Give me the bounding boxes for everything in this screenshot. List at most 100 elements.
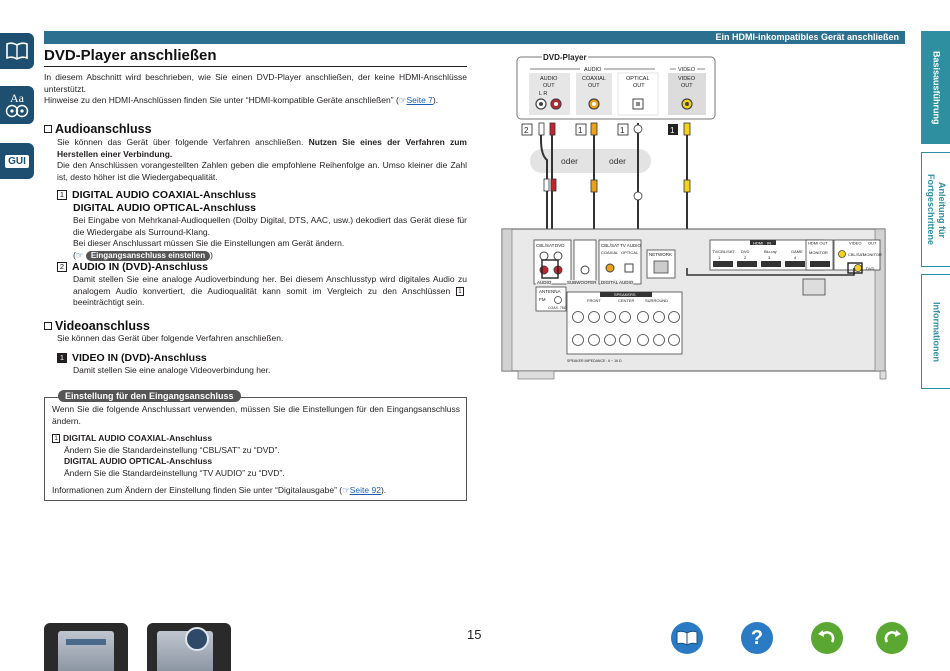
panel-dvd: DVD	[555, 243, 565, 248]
panel-optical: OPTICAL	[621, 250, 639, 255]
or-label-2: oder	[609, 156, 626, 166]
index-tab[interactable]: Aa	[0, 86, 34, 124]
gui-tab[interactable]: GUI	[0, 143, 34, 179]
receiver-display	[66, 639, 106, 645]
panel-audio: AUDIO	[537, 280, 552, 285]
index-cd-icon	[5, 104, 29, 118]
intro-link[interactable]: Seite 7	[406, 95, 433, 105]
panel-tv-audio: TV AUDIO	[620, 243, 642, 248]
receiver-image	[58, 631, 114, 671]
video-heading-text: Videoanschluss	[55, 319, 150, 333]
cable-video-route	[686, 268, 855, 276]
tab-fortgeschrittene[interactable]: Anleitung für Fortgeschrittene	[921, 152, 950, 267]
coax-title: DIGITAL AUDIO COAXIAL-Anschluss	[72, 189, 257, 201]
cable-num-optical: 1	[620, 126, 625, 135]
settings-text-1: Wenn Sie die folgende Anschlussart verwe…	[52, 404, 460, 426]
settings-footer: Informationen zum Ändern der Einstellung…	[52, 485, 460, 497]
video-in-title: VIDEO IN (DVD)-Anschluss	[72, 352, 207, 364]
settings-footer-text: Informationen zum Ändern der Einstellung…	[52, 485, 343, 495]
intro-text-1: In diesem Abschnitt wird beschrieben, wi…	[44, 72, 467, 94]
cable-num-video: 1	[670, 126, 675, 135]
dvd-thumbnail[interactable]	[147, 623, 231, 671]
panel-hdmi-in: IN	[767, 241, 771, 246]
settings-coax-title: DIGITAL AUDIO COAXIAL-Anschluss	[63, 433, 213, 443]
tab-informationen[interactable]: Informationen	[921, 274, 950, 389]
panel-center: CENTER	[618, 298, 635, 303]
audio-item-1-text-1: Bei Eingabe von Mehrkanal-Audioquellen (…	[73, 215, 467, 237]
or-band	[530, 149, 651, 173]
section-marker-icon	[44, 125, 52, 133]
audio-intro: Sie können das Gerät über folgende Verfa…	[57, 137, 467, 183]
contents-tab[interactable]	[0, 33, 34, 69]
forward-icon	[884, 630, 901, 643]
panel-bluray: Blu-ray	[764, 249, 777, 254]
settings-footer-link[interactable]: Seite 92	[349, 485, 381, 495]
page-title: DVD-Player anschließen	[44, 47, 217, 64]
panel-monitor-2: MONITOR	[863, 252, 882, 257]
panel-coax75: COAX. 75Ω	[548, 306, 567, 310]
settings-opt-text: Ändern Sie die Standardeinstellung “TV A…	[64, 467, 285, 478]
forward-button[interactable]	[876, 622, 908, 654]
eingang-ref-link[interactable]: Eingangsanschluss einstellen	[85, 250, 211, 261]
panel-hdmi-dvd: DVD	[741, 249, 750, 254]
video-heading: Videoanschluss	[44, 319, 150, 333]
back-button[interactable]	[811, 622, 843, 654]
video-label-2: OUT	[681, 83, 693, 89]
or-label-1: oder	[561, 156, 578, 166]
panel-tv-cbl-sat: TV/CBL/SAT	[712, 249, 735, 254]
dvd-player-title: DVD-Player	[543, 53, 587, 62]
help-button[interactable]: ?	[741, 622, 773, 654]
panel-video-dvd: DVD	[866, 266, 875, 271]
receiver-thumbnail[interactable]	[44, 623, 128, 671]
contents-book-icon	[6, 42, 28, 60]
audio-item-1-text-2: Bei dieser Anschlussart müssen Sie die E…	[73, 238, 345, 248]
settings-box-label: Einstellung für den Eingangsanschluss	[58, 390, 241, 402]
receiver-panel	[501, 228, 886, 372]
video-item-1-text: Damit stellen Sie eine analoge Videoverb…	[73, 365, 271, 375]
panel-coaxial: COAXIAL	[601, 250, 619, 255]
panel-front: FRONT	[587, 298, 601, 303]
back-icon	[818, 630, 835, 643]
panel-impedance: SPEAKER IMPEDANCE : 6 ~ 16 Ω	[567, 359, 622, 363]
panel-speakers: SPEAKERS	[614, 292, 636, 297]
coax-label-2: OUT	[588, 83, 600, 89]
help-icon: ?	[750, 627, 764, 649]
contents-book-icon	[676, 630, 698, 646]
section-banner-text: Ein HDMI-inkompatibles Gerät anschließen	[715, 32, 899, 42]
coax-out-panel	[576, 73, 612, 115]
tab-basisausfuehrung-label: Basisausführung	[931, 50, 942, 125]
audio-group-label: AUDIO	[584, 67, 602, 73]
panel-monitor: MONITOR	[809, 250, 828, 255]
optical-out-panel	[617, 72, 659, 116]
audio-text-bold: Nutzen Sie eines der Verfahren zum Herst…	[57, 137, 467, 159]
section-banner: Ein HDMI-inkompatibles Gerät anschließen	[44, 31, 905, 44]
audio-item-2-text: Damit stellen Sie eine analoge Audioverb…	[73, 274, 467, 309]
cable-num-coax: 1	[578, 126, 583, 135]
optical-label-2: OUT	[633, 83, 645, 89]
panel-hdmi-num-4: 4	[794, 255, 797, 260]
audio-text-1: Sie können das Gerät über folgende Verfa…	[57, 137, 304, 147]
contents-button[interactable]	[671, 622, 703, 654]
video-label: VIDEO	[678, 76, 696, 82]
audio-item-1-text: Bei Eingabe von Mehrkanal-Audioquellen (…	[73, 215, 467, 261]
jack-audio-l	[535, 98, 547, 110]
audio-out-label-2: OUT	[543, 83, 555, 89]
panel-hdmi: HDMI	[753, 241, 763, 246]
title-rule	[44, 66, 467, 67]
panel-game: GAME	[791, 249, 803, 254]
index-aa-icon: Aa	[10, 91, 24, 105]
tab-basisausfuehrung[interactable]: Basisausführung	[921, 31, 950, 144]
tab-informationen-label: Informationen	[931, 301, 942, 362]
panel-hdmi-num-3: 3	[768, 255, 771, 260]
panel-video-cbl-sat: CBL/SAT	[848, 252, 865, 257]
page-ref-icon: ☞	[398, 95, 407, 105]
optical-label: OPTICAL	[626, 76, 650, 82]
intro-text-2: Hinweise zu den HDMI-Anschlüssen finden …	[44, 95, 394, 105]
panel-antenna: ANTENNA	[539, 289, 561, 294]
video-group-label: VIDEO	[678, 67, 696, 73]
settings-opt-title: DIGITAL AUDIO OPTICAL-Anschluss	[64, 456, 213, 466]
